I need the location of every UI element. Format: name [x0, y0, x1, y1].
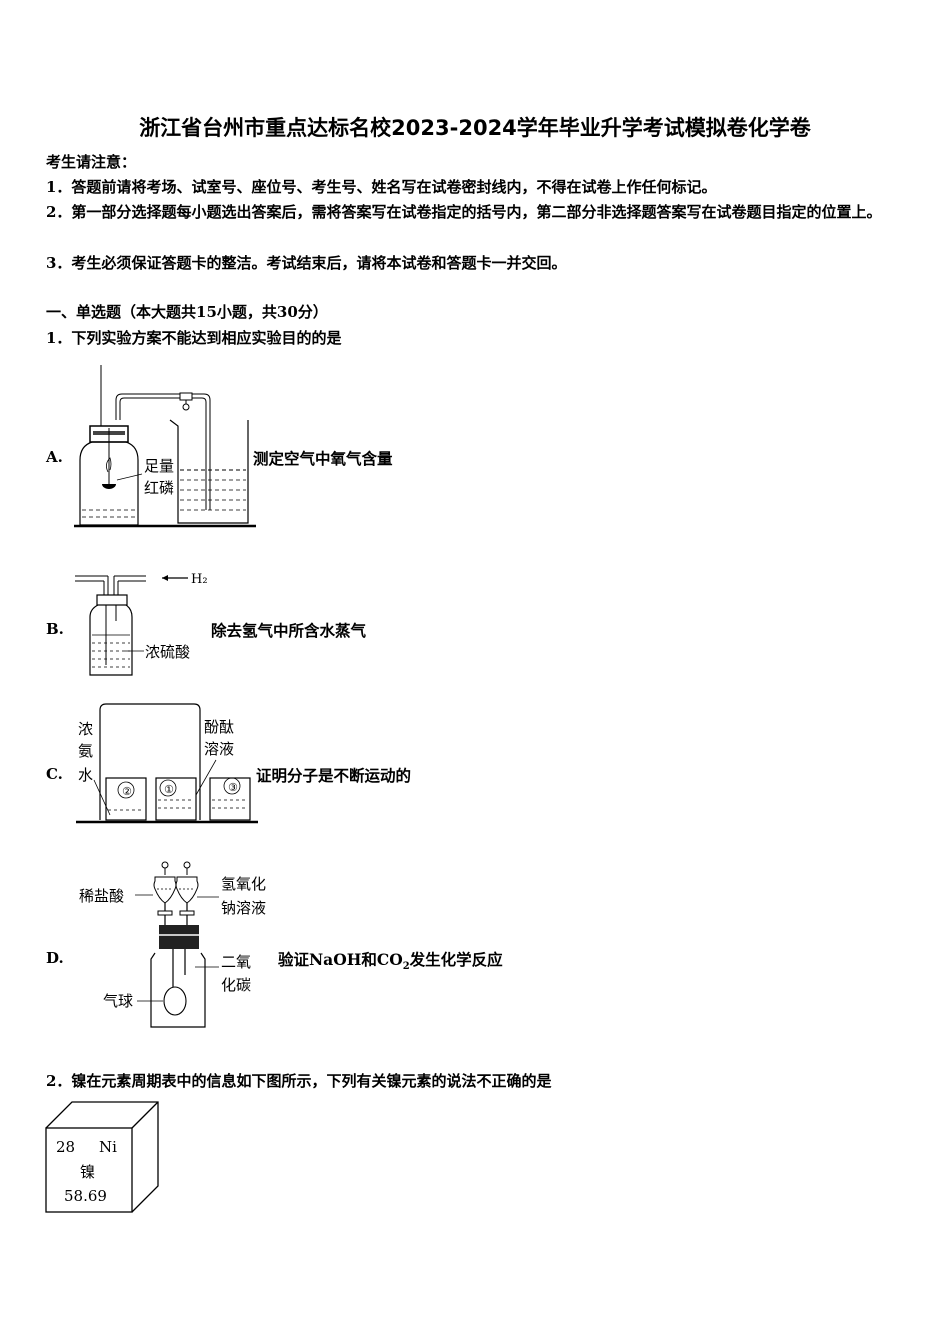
label-shui: 水	[78, 766, 93, 784]
beaker-1-label: ①	[164, 783, 174, 796]
label-naronge: 钠溶液	[221, 899, 266, 917]
beaker-3-label: ③	[228, 781, 238, 794]
label-honglin: 红磷	[144, 479, 174, 497]
element-mass: 58.69	[64, 1187, 107, 1205]
element-name: 镍	[80, 1163, 95, 1181]
label-h2: H₂	[191, 572, 208, 587]
notice-item-3: 3．考生必须保证答题卡的整洁。考试结束后，请将本试卷和答题卡一并交回。	[46, 254, 567, 272]
apparatus-a-diagram: 足量 红磷	[74, 365, 256, 528]
label-nongliusuan: 浓硫酸	[145, 643, 190, 661]
option-c-caption: 证明分子是不断运动的	[256, 766, 412, 785]
section-heading: 一、单选题（本大题共15小题，共30分）	[46, 303, 328, 321]
label-qingyanghua: 氢氧化	[221, 875, 266, 893]
label-huatan: 化碳	[221, 976, 251, 994]
element-card-nickel: 28 Ni 镍 58.69	[45, 1101, 159, 1213]
label-eryang: 二氧	[221, 953, 251, 971]
element-number: 28	[56, 1138, 75, 1156]
label-zuliang: 足量	[144, 457, 174, 475]
option-d-caption: 验证NaOH和CO2发生化学反应	[278, 950, 503, 973]
notice-heading: 考生请注意：	[46, 153, 137, 171]
apparatus-b-diagram: H₂ 浓硫酸	[75, 572, 208, 676]
notice-item-1: 1．答题前请将考场、试室号、座位号、考生号、姓名写在试卷密封线内，不得在试卷上作…	[46, 178, 717, 196]
label-an: 氨	[78, 742, 93, 760]
option-b-caption: 除去氢气中所含水蒸气	[211, 621, 367, 640]
page-title: 浙江省台州市重点达标名校2023-2024学年毕业升学考试模拟卷化学卷	[139, 116, 811, 140]
apparatus-d-diagram: 稀盐酸 氢氧化 钠溶液 二氧 化碳 气球	[79, 861, 266, 1028]
question-1-stem: 1．下列实验方案不能达到相应实验目的的是	[46, 329, 342, 347]
label-qiqiu: 气球	[103, 992, 133, 1010]
option-a-letter: A.	[46, 448, 63, 466]
option-d-letter: D.	[46, 949, 64, 967]
question-2-stem: 2．镍在元素周期表中的信息如下图所示，下列有关镍元素的说法不正确的是	[46, 1072, 552, 1090]
notice-item-2: 2．第一部分选择题每小题选出答案后，需将答案写在试卷指定的括号内，第二部分非选择…	[46, 203, 882, 221]
label-xiyansuan: 稀盐酸	[79, 887, 124, 905]
label-rongye: 溶液	[204, 740, 234, 758]
option-b-letter: B.	[46, 620, 64, 638]
option-a-caption: 测定空气中氧气含量	[253, 449, 393, 468]
apparatus-c-diagram: 浓 氨 水 ② ① ③ 酚酞 溶液	[76, 703, 258, 824]
label-fentai: 酚酞	[204, 718, 234, 736]
label-nong: 浓	[78, 720, 93, 738]
element-symbol: Ni	[99, 1138, 117, 1156]
option-c-letter: C.	[46, 765, 63, 783]
beaker-2-label: ②	[122, 785, 132, 798]
